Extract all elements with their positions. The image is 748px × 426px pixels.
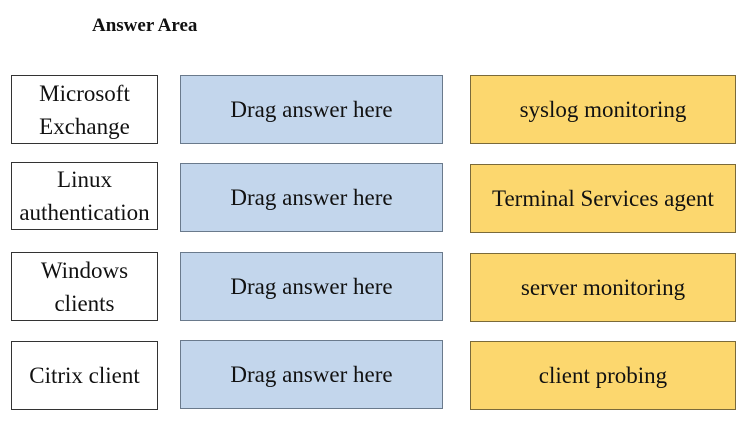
drop-zone-text: Drag answer here [230,97,393,122]
label-microsoft-exchange: Microsoft Exchange [11,75,158,144]
label-line: Citrix client [29,363,140,388]
label-line: Linux [57,167,112,192]
drop-zone-text: Drag answer here [230,274,393,299]
answer-area-title: Answer Area [92,15,198,36]
option-text: server monitoring [520,275,686,300]
option-text: client probing [538,363,668,388]
drop-zone-text: Drag answer here [230,185,393,210]
drop-zone-citrix-client[interactable]: Drag answer here [180,340,443,409]
label-windows-clients: Windows clients [11,252,158,321]
drop-zone-windows-clients[interactable]: Drag answer here [180,252,443,321]
option-server-monitoring[interactable]: server monitoring [470,253,736,322]
label-line: clients [54,290,115,316]
label-citrix-client: Citrix client [11,341,158,410]
option-terminal-services-agent[interactable]: Terminal Services agent [470,164,736,233]
label-line: Microsoft [39,80,130,106]
option-text: Terminal Services agent [492,186,714,211]
option-client-probing[interactable]: client probing [470,341,736,410]
label-line: authentication [19,200,150,225]
drop-zone-linux-authentication[interactable]: Drag answer here [180,163,443,232]
drop-zone-microsoft-exchange[interactable]: Drag answer here [180,75,443,144]
option-syslog-monitoring[interactable]: syslog monitoring [470,75,736,144]
label-line: Windows [40,257,129,283]
option-text: syslog monitoring [519,97,687,122]
label-line: Exchange [39,113,130,139]
drop-zone-text: Drag answer here [230,362,393,387]
label-linux-authentication: Linux authentication [11,162,158,230]
